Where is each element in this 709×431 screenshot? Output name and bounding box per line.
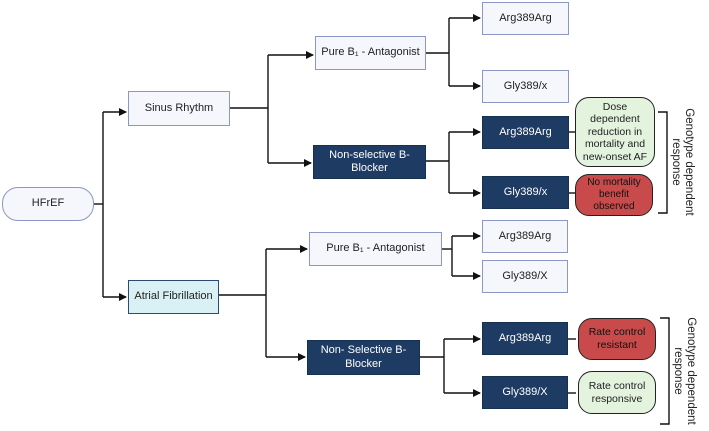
af-genotype-response-label: Genotype dependent response <box>672 317 698 425</box>
sinus-nonsel-arg-node: Arg389Arg <box>482 116 569 149</box>
af-outcome-resistant: Rate control resistant <box>578 318 656 360</box>
sinus-genotype-response-label: Genotype dependent response <box>670 108 696 216</box>
sinus-rhythm-node: Sinus Rhythm <box>128 91 230 126</box>
sinus-outcome-mortality-reduction: Dose dependent reduction in mortality an… <box>575 97 655 167</box>
af-pure-antagonist-node: Pure B₁ - Antagonist <box>309 232 442 266</box>
sinus-nonselective-node: Non-selective B-Blocker <box>313 145 426 179</box>
af-nonselective-node: Non- Selective B-Blocker <box>307 340 420 375</box>
bracket-af <box>660 317 670 425</box>
sinus-nonsel-gly-node: Gly389/x <box>482 176 569 209</box>
hfref-node: HFrEF <box>2 187 94 221</box>
af-nonsel-arg-node: Arg389Arg <box>482 322 568 355</box>
af-pure-gly-node: Gly389/X <box>482 260 568 293</box>
af-outcome-responsive: Rate control responsive <box>578 371 656 414</box>
sinus-outcome-no-benefit: No mortality benefit observed <box>575 174 653 216</box>
sinus-pure-gly-node: Gly389/x <box>482 70 569 103</box>
bracket-sinus <box>658 111 668 214</box>
atrial-fibrillation-node: Atrial Fibrillation <box>128 280 219 314</box>
af-pure-arg-node: Arg389Arg <box>482 220 568 253</box>
sinus-pure-arg-node: Arg389Arg <box>482 2 569 35</box>
af-nonsel-gly-node: Gly389/X <box>482 376 568 409</box>
sinus-pure-antagonist-node: Pure B₁ - Antagonist <box>315 36 426 70</box>
